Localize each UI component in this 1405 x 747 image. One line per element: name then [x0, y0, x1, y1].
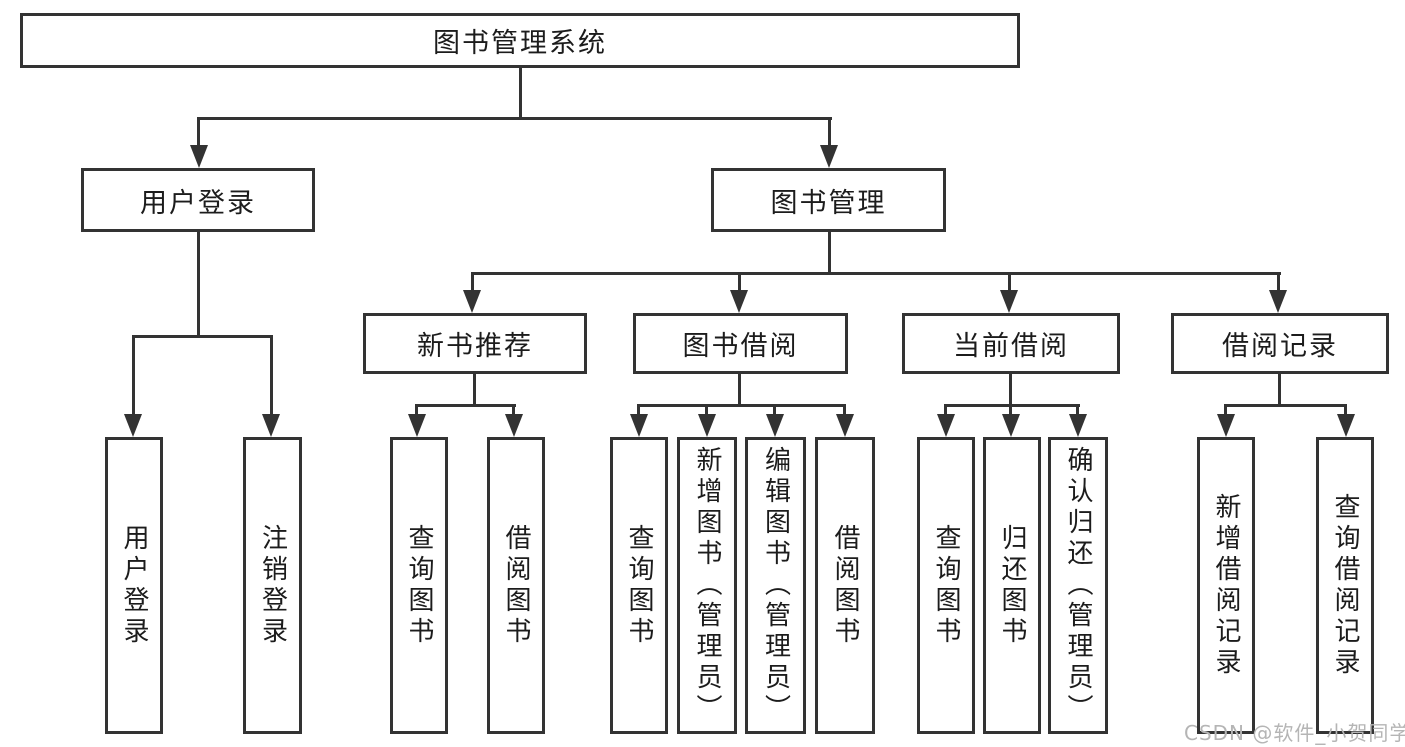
- connector-l2-stem-left: [197, 117, 200, 149]
- connector-split: [415, 404, 516, 407]
- arrow-down-icon: [698, 414, 716, 437]
- arrow-down-icon: [630, 414, 648, 437]
- leaf-borrow-books: 借阅图书: [815, 437, 875, 734]
- leaf-borrow-books-label: 借阅图书: [501, 523, 531, 648]
- connector-stem: [1008, 272, 1011, 294]
- arrow-down-icon: [820, 145, 838, 168]
- connector-stem: [1277, 272, 1280, 294]
- arrow-down-icon: [766, 414, 784, 437]
- leaf-edit-books-admin-label: 编辑图书（管理员）: [760, 446, 791, 725]
- connector-stem: [471, 272, 474, 294]
- connector-stem: [944, 404, 947, 418]
- arrow-down-icon: [190, 145, 208, 168]
- node-root-label: 图书管理系统: [433, 28, 607, 59]
- leaf-add-books-admin: 新增图书（管理员）: [677, 437, 737, 734]
- connector-stem: [415, 404, 418, 418]
- leaf-add-borrow-record-label: 新增借阅记录: [1211, 492, 1241, 679]
- leaf-user-login: 用户登录: [105, 437, 163, 734]
- leaf-add-books-admin-label: 新增图书（管理员）: [692, 446, 722, 725]
- node-root: 图书管理系统: [20, 13, 1020, 68]
- leaf-borrow-books-label: 借阅图书: [830, 523, 860, 648]
- node-book-mgmt: 图书管理: [711, 168, 946, 232]
- arrow-down-icon: [505, 414, 523, 437]
- connector-stem: [473, 374, 476, 405]
- connector-book-mgmt-stem: [828, 232, 831, 274]
- connector-stem: [1009, 372, 1012, 405]
- connector-stem: [738, 272, 741, 294]
- node-user-login-label: 用户登录: [140, 187, 256, 219]
- node-book-borrow-label: 图书借阅: [682, 331, 799, 362]
- node-book-borrow: 图书借阅: [633, 313, 848, 374]
- arrow-down-icon: [463, 290, 481, 313]
- arrow-down-icon: [262, 414, 280, 437]
- connector-stem: [1076, 404, 1079, 418]
- csdn-watermark: CSDN @软件_小贺同学: [1184, 721, 1405, 745]
- connector-stem: [1278, 374, 1281, 405]
- leaf-return-books: 归还图书: [983, 437, 1041, 734]
- connector-stem: [637, 404, 640, 418]
- connector-stem: [773, 404, 776, 418]
- node-user-login: 用户登录: [81, 168, 315, 232]
- connector-stem: [512, 404, 515, 418]
- connector-user-login-stem: [197, 232, 200, 336]
- arrow-down-icon: [1000, 290, 1018, 313]
- connector-stem: [1344, 404, 1347, 418]
- connector-stem: [270, 335, 273, 417]
- arrow-down-icon: [730, 290, 748, 313]
- node-current-borrow-label: 当前借阅: [953, 331, 1069, 362]
- node-borrow-records: 借阅记录: [1171, 313, 1389, 374]
- connector-l2-split: [197, 117, 832, 120]
- node-new-book-recommend: 新书推荐: [363, 313, 587, 374]
- arrow-down-icon: [408, 414, 426, 437]
- leaf-query-books-label: 查询图书: [624, 523, 654, 648]
- leaf-add-borrow-record: 新增借阅记录: [1197, 437, 1255, 734]
- leaf-query-books-label: 查询图书: [931, 523, 961, 648]
- connector-stem: [1224, 404, 1227, 418]
- leaf-query-books: 查询图书: [917, 437, 975, 734]
- leaf-query-books: 查询图书: [610, 437, 668, 734]
- connector-split: [1224, 404, 1347, 407]
- leaf-logout-login: 注销登录: [243, 437, 302, 734]
- leaf-user-login-label: 用户登录: [119, 523, 149, 648]
- arrow-down-icon: [937, 414, 955, 437]
- leaf-query-books: 查询图书: [390, 437, 448, 734]
- arrow-down-icon: [1217, 414, 1235, 437]
- connector-user-login-split: [132, 335, 273, 338]
- arrow-down-icon: [124, 414, 142, 437]
- connector-split: [637, 404, 846, 407]
- connector-l2-stem-right: [828, 117, 831, 149]
- leaf-edit-books-admin: 编辑图书（管理员）: [745, 437, 806, 734]
- connector-root-stem: [519, 68, 522, 117]
- connector-l3-split: [471, 272, 1281, 275]
- node-new-book-recommend-label: 新书推荐: [417, 331, 533, 362]
- node-current-borrow: 当前借阅: [902, 313, 1120, 374]
- connector-stem: [1009, 404, 1012, 418]
- node-borrow-records-label: 借阅记录: [1222, 331, 1338, 362]
- leaf-borrow-books: 借阅图书: [487, 437, 545, 734]
- arrow-down-icon: [836, 414, 854, 437]
- leaf-confirm-return-admin: 确认归还（管理员）: [1048, 437, 1108, 734]
- connector-stem: [132, 335, 135, 417]
- arrow-down-icon: [1269, 290, 1287, 313]
- leaf-confirm-return-admin-label: 确认归还（管理员）: [1063, 446, 1093, 725]
- connector-split: [944, 404, 1080, 407]
- node-book-mgmt-label: 图书管理: [770, 187, 887, 219]
- arrow-down-icon: [1069, 414, 1087, 437]
- leaf-query-books-label: 查询图书: [404, 523, 434, 648]
- connector-stem: [843, 404, 846, 418]
- leaf-query-borrow-record: 查询借阅记录: [1316, 437, 1374, 734]
- arrow-down-icon: [1002, 414, 1020, 437]
- arrow-down-icon: [1337, 414, 1355, 437]
- leaf-query-borrow-record-label: 查询借阅记录: [1330, 492, 1360, 679]
- leaf-logout-login-label: 注销登录: [257, 523, 288, 648]
- leaf-return-books-label: 归还图书: [997, 523, 1027, 648]
- connector-stem: [705, 404, 708, 418]
- connector-stem: [738, 372, 741, 405]
